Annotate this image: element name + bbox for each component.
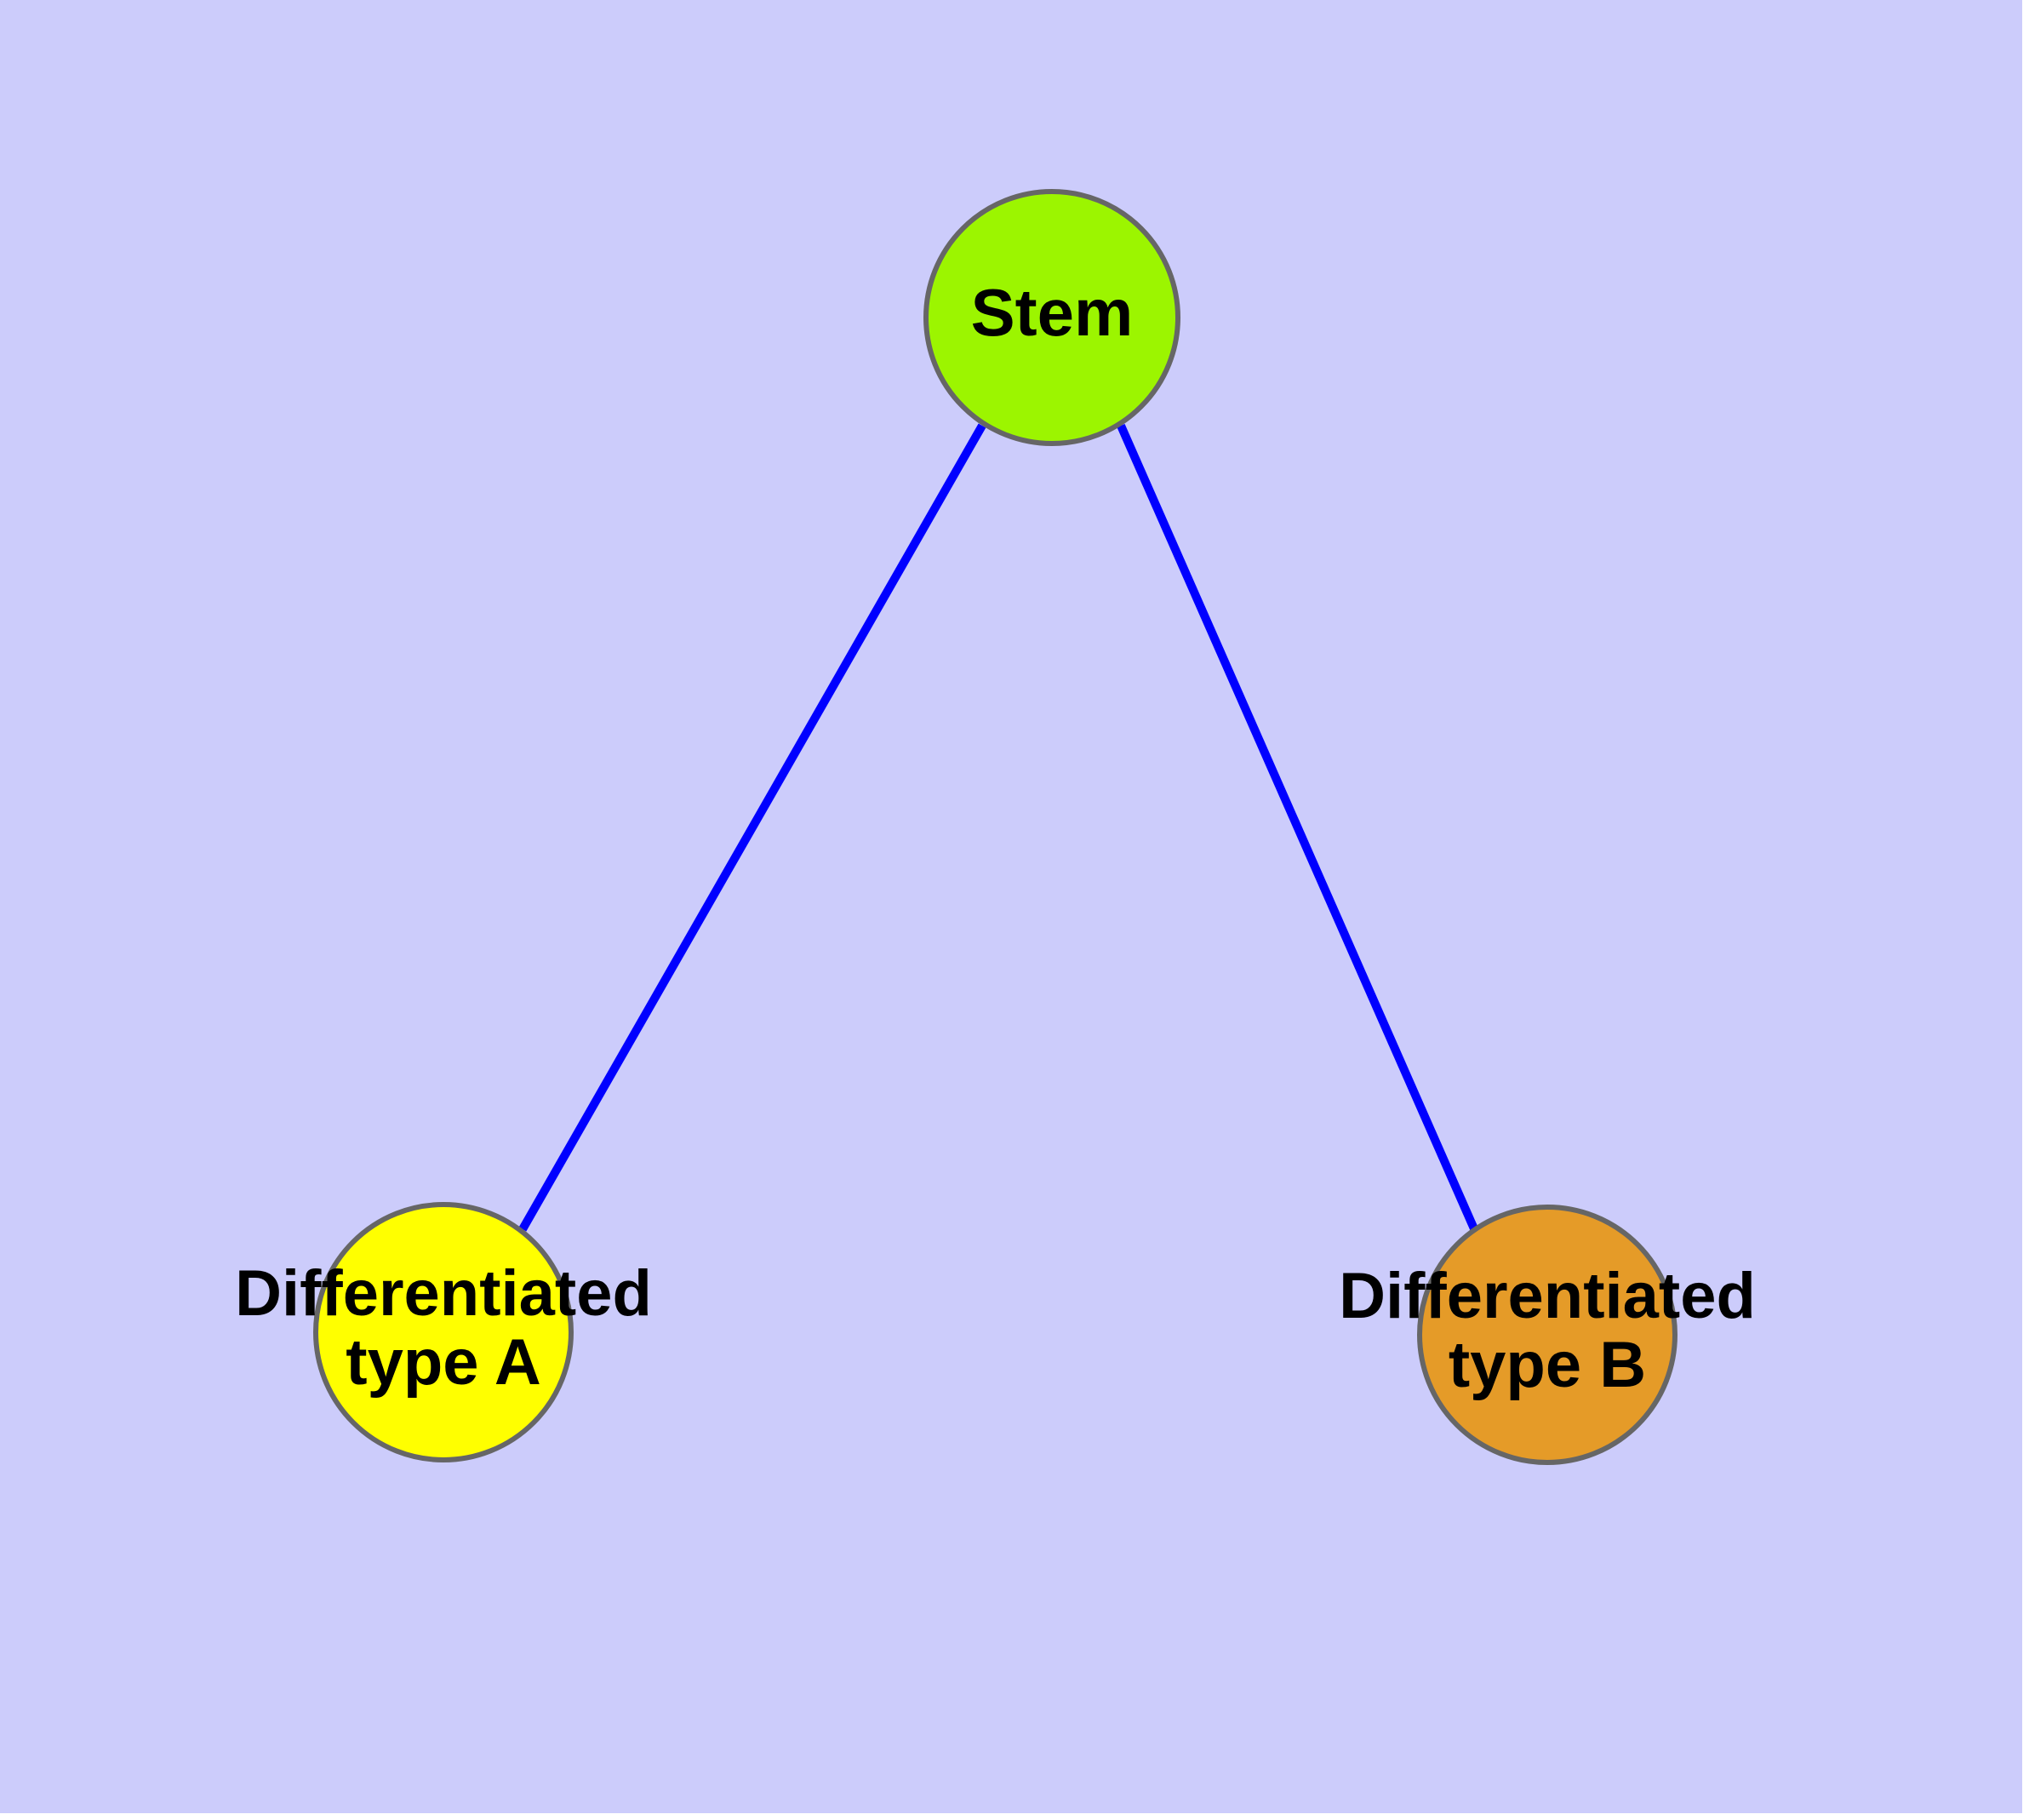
node-differentiated-type-b-circle[interactable] [1417, 1205, 1677, 1465]
edge-stem-to-diff-a[interactable] [518, 423, 986, 1232]
edges-layer [518, 423, 1480, 1235]
edge-stem-to-diff-b[interactable] [1117, 423, 1480, 1235]
node-stem[interactable]: Stem [923, 189, 1180, 446]
node-differentiated-type-a-circle[interactable] [313, 1202, 574, 1462]
node-stem-label: Stem [971, 275, 1134, 350]
node-stem-circle[interactable] [923, 189, 1180, 446]
